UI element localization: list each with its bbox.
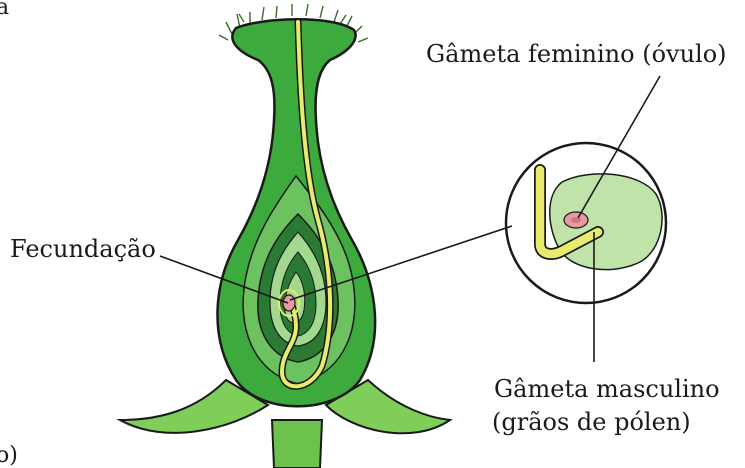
label-fecundacao: Fecundação (10, 235, 156, 263)
fertilization-ovule (283, 295, 295, 311)
zoom-inset (506, 143, 666, 303)
label-female-gamete: Gâmeta feminino (óvulo) (426, 40, 727, 68)
label-male-gamete-line1: Gâmeta masculino (494, 375, 720, 403)
edge-fragment-top: a (0, 0, 9, 20)
label-male-gamete-line2: (grãos de pólen) (492, 408, 691, 436)
edge-fragment-bottom: o) (0, 443, 18, 468)
zoom-female-gamete-nucleus (571, 217, 581, 223)
